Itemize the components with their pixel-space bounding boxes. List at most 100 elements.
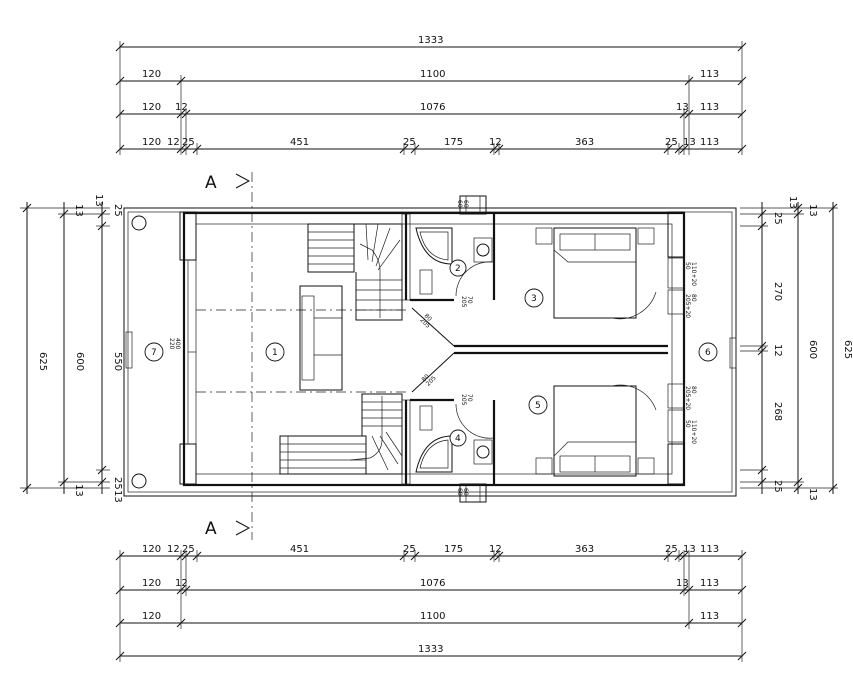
dim-bot-r1-g: 12: [489, 544, 502, 555]
room-7-label: 7: [144, 342, 164, 362]
bathroom-upper: [415, 227, 495, 297]
opening-window-r1-b: 80205+20: [684, 294, 697, 318]
opening-left-terrace: 400220: [168, 338, 181, 350]
dim-top-r2-a: 120: [142, 69, 161, 80]
dim-top-r4-g: 12: [489, 137, 502, 148]
bottom-dimension-chains: 120 12 25 451 25 175 12 363 25 13 113 12…: [115, 544, 747, 662]
dim-top-r4-i: 25: [665, 137, 678, 148]
dim-bot-r2-b: 12: [175, 578, 188, 589]
dim-left-top-b: 25: [112, 204, 123, 217]
dim-top-r4-k: 113: [700, 137, 719, 148]
dim-left-bot-a: 13: [73, 484, 84, 497]
dim-top-r4-j: 13: [683, 137, 696, 148]
svg-text:5: 5: [535, 401, 541, 411]
staircase-lower: [279, 393, 403, 475]
dim-bot-r1-i: 25: [665, 544, 678, 555]
dim-left-top-a: 13: [73, 204, 84, 217]
dim-top-r4-d: 451: [290, 137, 309, 148]
dim-bot-r1-h: 363: [575, 544, 594, 555]
opening-diag-lower: 80205: [420, 370, 437, 387]
dim-bot-r1-e: 25: [403, 544, 416, 555]
dim-top-r3-c: 1076: [420, 102, 445, 113]
room-4-label: 4: [449, 429, 467, 447]
svg-text:4: 4: [455, 434, 461, 444]
dim-right-bot-b: 13: [807, 488, 818, 501]
dim-bot-r1-a: 120: [142, 544, 161, 555]
room-6-label: 6: [698, 342, 718, 362]
dim-top-r3-a: 120: [142, 102, 161, 113]
living-area: [188, 285, 410, 393]
section-label-bottom: A: [205, 519, 217, 539]
room-labels: 1 2 3 4 5 6 7: [144, 259, 718, 447]
room-5-label: 5: [528, 395, 548, 415]
dim-top-r3-d: 13: [676, 102, 689, 113]
dim-top-r4-h: 363: [575, 137, 594, 148]
room-1-label: 1: [265, 342, 285, 362]
svg-text:3: 3: [531, 294, 537, 304]
opening-window-r2-b: 110+2050: [684, 420, 697, 444]
dim-top-total: 1333: [418, 35, 443, 46]
bed-upper: [553, 227, 637, 319]
dim-top-r3-e: 113: [700, 102, 719, 113]
svg-text:2: 2: [455, 264, 461, 274]
dim-top-r2-c: 113: [700, 69, 719, 80]
opening-window-r2-a: 80205+20: [684, 386, 697, 410]
svg-text:1: 1: [272, 348, 278, 358]
dim-bot-r2-e: 113: [700, 578, 719, 589]
sofa: [299, 285, 343, 391]
bed-lower: [553, 385, 637, 477]
dim-right-middle: 12: [772, 344, 783, 357]
dim-bot-r3-a: 120: [142, 611, 161, 622]
dim-top-r4-f: 175: [444, 137, 463, 148]
section-label-top: A: [205, 173, 217, 193]
dim-top-r2-b: 1100: [420, 69, 445, 80]
room-2-label: 2: [449, 259, 467, 277]
dim-left-bot-b: 25: [112, 477, 123, 490]
opening-bath-lower: 70205: [460, 394, 473, 406]
dim-bot-r1-k: 113: [700, 544, 719, 555]
dim-left-interior: 550: [112, 352, 123, 371]
dim-right-top-c: 13: [807, 204, 818, 217]
dim-bot-r2-c: 1076: [420, 578, 445, 589]
opening-bath-upper: 70205: [460, 296, 473, 308]
dim-right-bot-a: 25: [772, 480, 783, 493]
dim-top-r4-c: 25: [182, 137, 195, 148]
dim-bot-r1-f: 175: [444, 544, 463, 555]
dim-top-r4-a: 120: [142, 137, 161, 148]
dim-top-r3-b: 12: [175, 102, 188, 113]
bedroom-lower: [535, 384, 657, 477]
dim-top-r4-e: 25: [403, 137, 416, 148]
dim-bot-total: 1333: [418, 644, 443, 655]
right-dimension-chains: 270 12 268 600 625 13 25 13 25 13: [740, 196, 853, 501]
dim-right-top-b: 25: [772, 212, 783, 225]
left-dimension-chains: 625 600 550 13 25 13 13 25 13: [20, 194, 123, 503]
dim-bot-r1-c: 25: [182, 544, 195, 555]
dim-left-bot-c: 13: [112, 490, 123, 503]
dim-right-upper: 270: [772, 282, 783, 301]
dim-bot-r1-b: 12: [167, 544, 180, 555]
dim-left-top-c: 13: [93, 194, 104, 207]
opening-bottom-window: 6060: [456, 488, 469, 496]
dim-left-total: 625: [37, 352, 48, 371]
dim-right-inner: 600: [807, 340, 818, 359]
building-walls: [123, 195, 737, 503]
opening-window-r1-a: 110+2050: [684, 262, 697, 286]
dim-left-inner: 600: [74, 352, 85, 371]
dim-bot-r3-b: 1100: [420, 611, 445, 622]
staircase-upper: [307, 223, 403, 321]
dim-right-total: 625: [842, 340, 853, 359]
svg-text:7: 7: [151, 348, 157, 358]
dim-bot-r2-a: 120: [142, 578, 161, 589]
svg-text:6: 6: [705, 348, 711, 358]
top-dimension-chains: 1333 120 1100 113 120 12 1076 13 113 120…: [115, 35, 747, 155]
room-3-label: 3: [524, 288, 544, 308]
dim-right-lower: 268: [772, 402, 783, 421]
bathroom-lower: [415, 403, 495, 473]
opening-top-window: 6060: [456, 200, 469, 208]
bedroom-upper: [535, 227, 657, 320]
dim-bot-r2-d: 13: [676, 578, 689, 589]
dim-bot-r3-c: 113: [700, 611, 719, 622]
dim-bot-r1-j: 13: [683, 544, 696, 555]
dim-top-r4-b: 12: [167, 137, 180, 148]
